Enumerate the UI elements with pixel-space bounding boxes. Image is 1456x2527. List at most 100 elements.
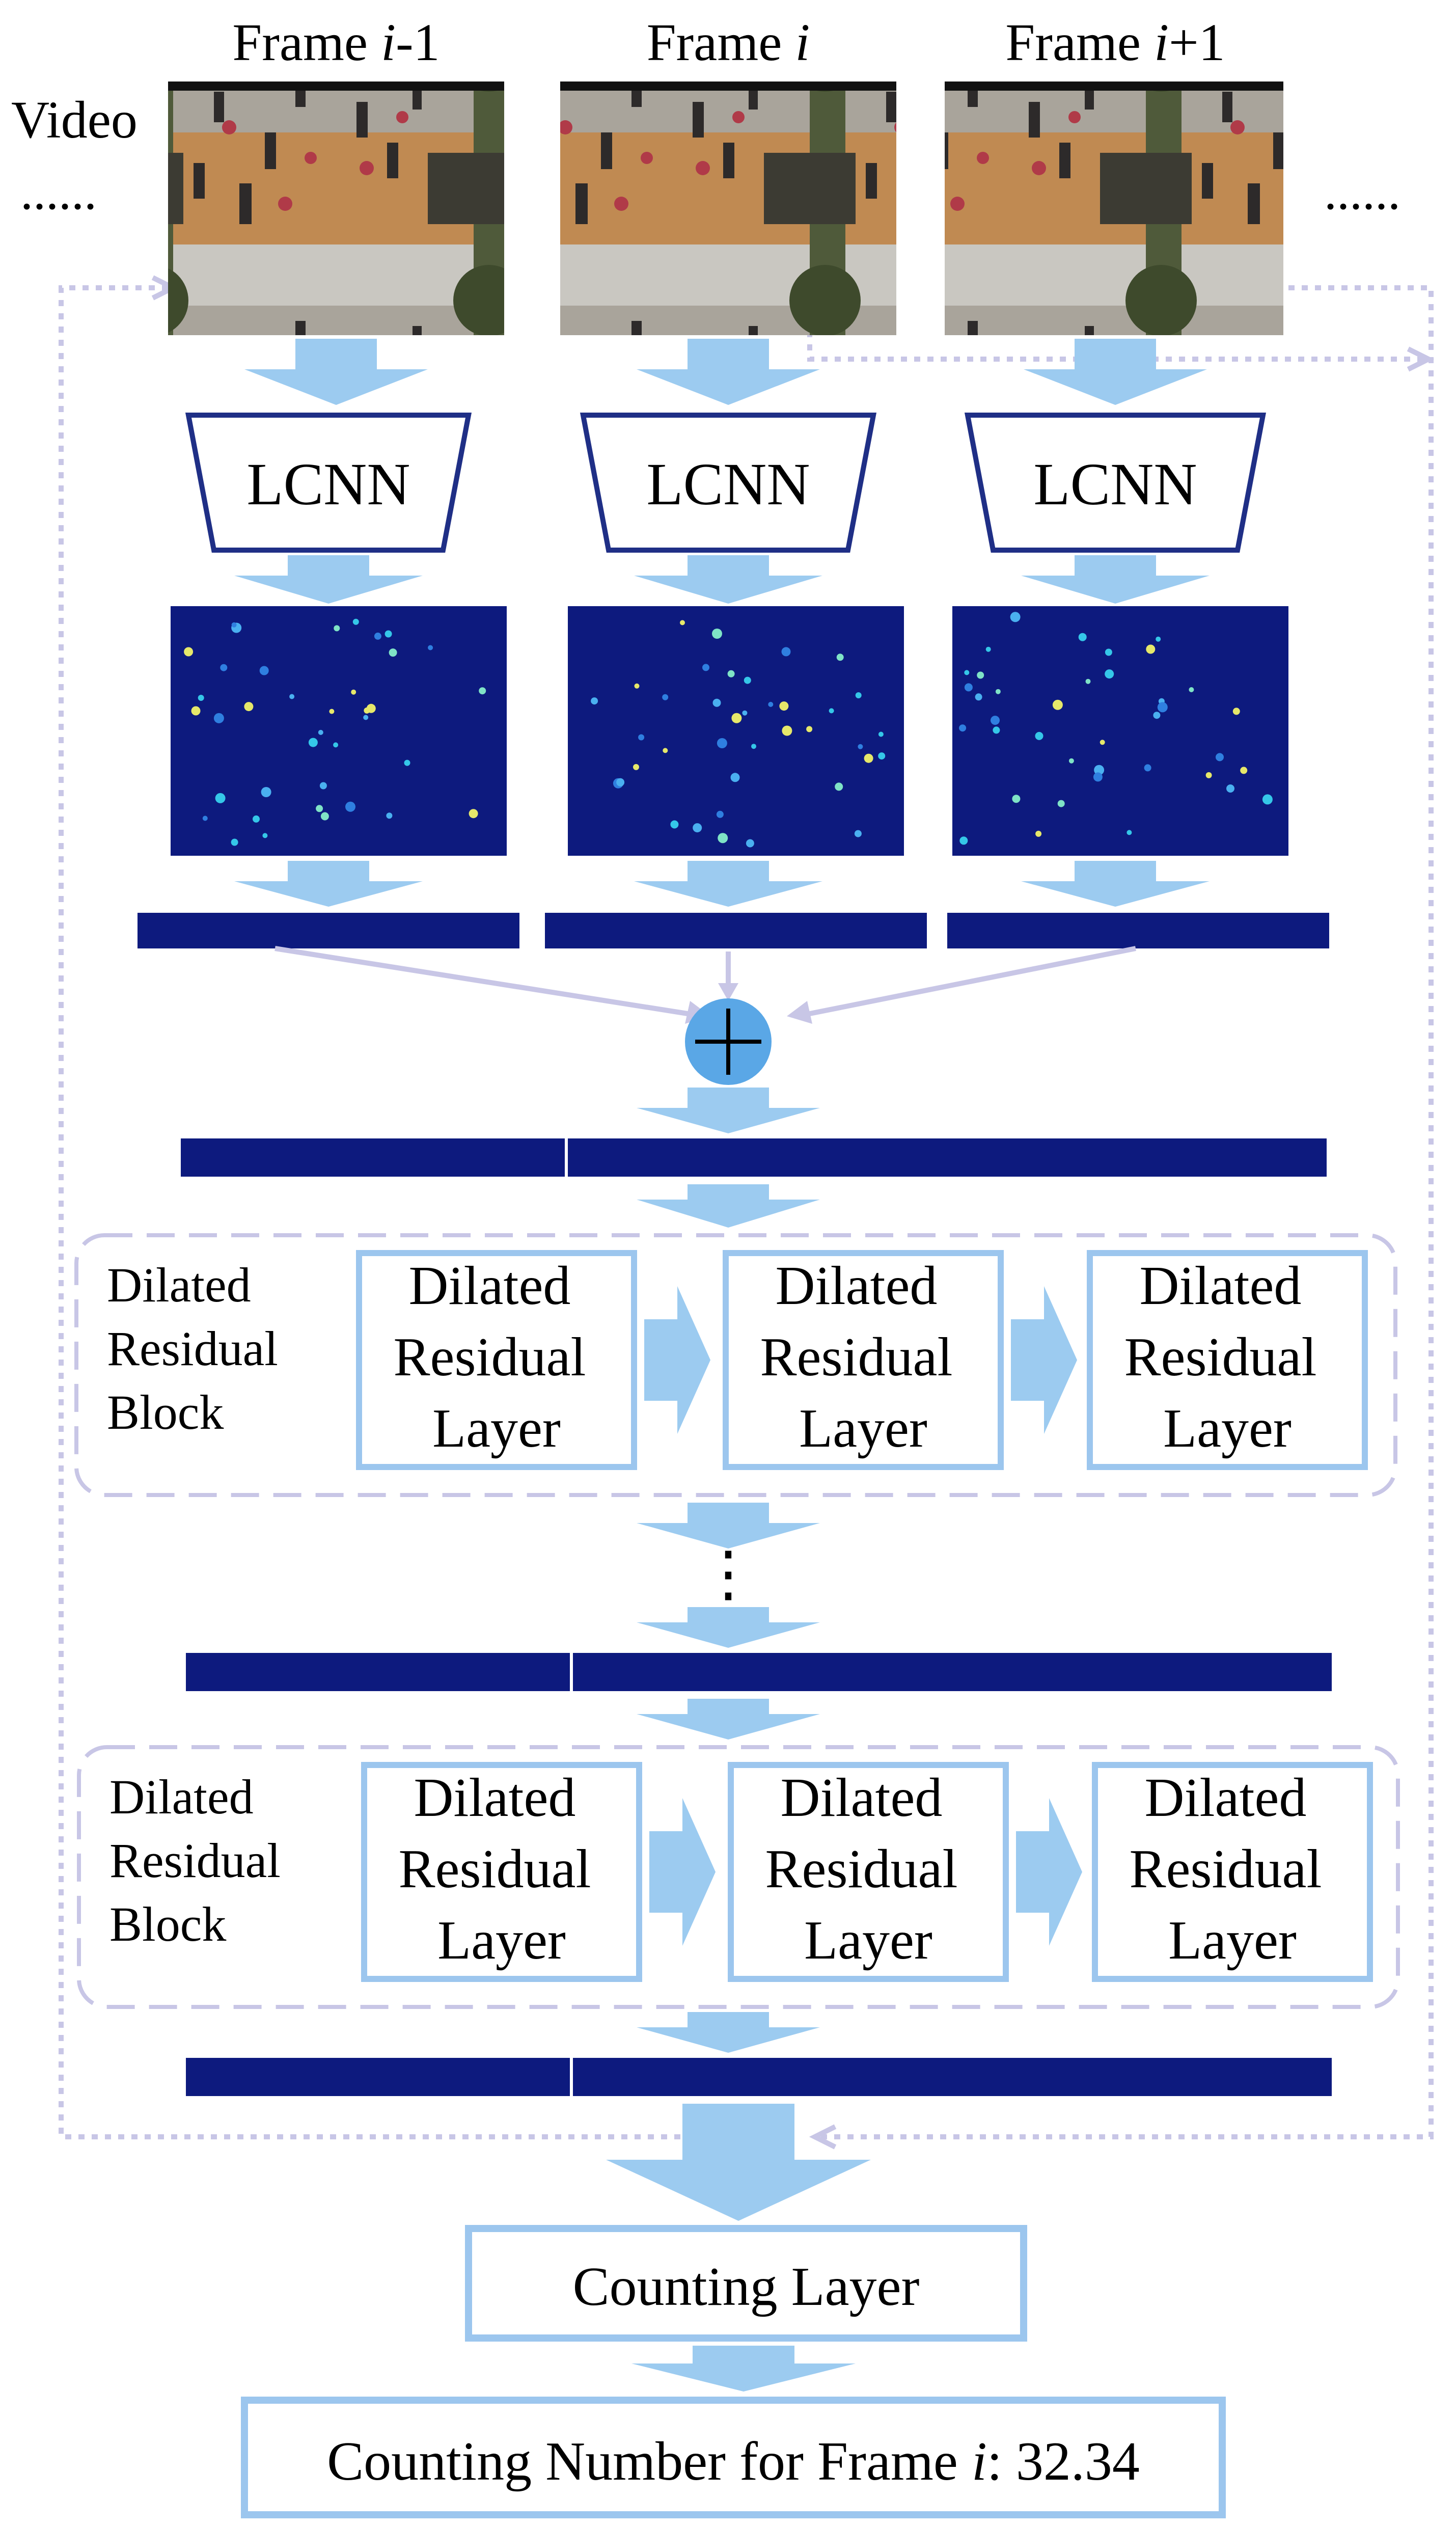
- temporal-loop-inner: [807, 331, 1426, 362]
- density-spot: [616, 778, 625, 786]
- density-spot: [386, 812, 393, 819]
- down-arrow: [1021, 555, 1210, 604]
- density-spot: [638, 734, 645, 741]
- density-spot: [782, 725, 792, 736]
- density-spot: [404, 759, 410, 766]
- lcnn-label: LCNN: [646, 451, 810, 518]
- density-spot: [352, 618, 359, 625]
- density-spot: [253, 815, 260, 823]
- down-arrow: [637, 1607, 820, 1648]
- right-arrow: [649, 1798, 716, 1946]
- output-box: Counting Number for Frame i: 32.34: [241, 2397, 1226, 2518]
- sum-node: [685, 998, 772, 1085]
- density-spot: [1144, 764, 1151, 772]
- density-spot: [319, 782, 327, 790]
- density-spot: [1189, 687, 1194, 692]
- density-spot: [1057, 800, 1065, 807]
- density-spot: [220, 664, 228, 671]
- density-spot: [333, 742, 339, 748]
- density-spot: [858, 744, 863, 749]
- density-spot: [855, 692, 862, 698]
- layer-box: [723, 1250, 1004, 1470]
- density-spot: [1105, 669, 1114, 679]
- density-spot: [864, 753, 873, 763]
- density-spot: [975, 693, 982, 701]
- converge-line: [274, 946, 688, 1016]
- layer-label: Dilated Residual Layer: [760, 1256, 967, 1459]
- density-spot: [213, 713, 224, 723]
- temporal-loop-right: [815, 285, 1434, 2139]
- density-spot: [731, 713, 742, 723]
- block-dashed-frame: [74, 1233, 1397, 1497]
- dilated-residual-layer: Dilated Residual Layer: [1087, 1250, 1368, 1470]
- density-spot: [985, 646, 991, 652]
- lcnn-trapezoid: [580, 413, 877, 553]
- layer-label: Dilated Residual Layer: [1130, 1768, 1336, 1971]
- density-spot: [1240, 767, 1248, 774]
- dilated-residual-layer: Dilated Residual Layer: [361, 1762, 642, 1982]
- down-arrow: [234, 555, 423, 604]
- feature-strip: [545, 913, 927, 948]
- density-spot: [363, 715, 369, 720]
- density-spot: [768, 701, 774, 707]
- density-spot: [215, 793, 226, 803]
- counting-layer: Counting Layer: [465, 2225, 1027, 2342]
- density-spot: [670, 820, 679, 829]
- dilated-residual-block-1: Dilated Residual Block Dilated Residual …: [74, 1233, 1397, 1497]
- density-spot: [1216, 753, 1224, 762]
- frame-column-0: Frame i-1: [168, 13, 504, 335]
- down-arrow: [606, 2104, 871, 2221]
- density-spot: [727, 670, 735, 677]
- arrowhead: [787, 1001, 812, 1024]
- counting-layer-box: [465, 2225, 1027, 2342]
- arrowhead: [718, 983, 738, 1001]
- density-spot: [320, 812, 329, 821]
- lcnn-label: LCNN: [246, 451, 410, 518]
- frame-column-1: Frame i: [560, 13, 896, 335]
- frame-image-bar: [945, 81, 1283, 91]
- density-spot: [716, 810, 724, 818]
- density-spot: [991, 716, 1000, 725]
- density-spot: [1100, 740, 1105, 745]
- density-spot: [693, 823, 702, 833]
- density-spot: [1157, 702, 1168, 713]
- density-map: [568, 606, 904, 856]
- density-spot: [746, 839, 754, 848]
- density-spot: [316, 805, 323, 812]
- down-arrow: [1021, 861, 1210, 907]
- layer-label: Dilated Residual Layer: [399, 1768, 605, 1971]
- frame-image-bar: [168, 81, 504, 91]
- layer-box: [1092, 1762, 1373, 1982]
- down-arrow: [634, 555, 822, 604]
- dilated-residual-block-2: Dilated Residual Block Dilated Residual …: [77, 1745, 1400, 2009]
- lcnn-trapezoid: [185, 413, 472, 553]
- down-arrow: [244, 339, 428, 405]
- layer-label: Dilated Residual Layer: [394, 1256, 600, 1459]
- down-arrow: [234, 861, 423, 907]
- converging-arrows: [274, 946, 1136, 1016]
- down-arrow: [637, 1088, 820, 1133]
- density-spot: [959, 836, 968, 845]
- down-arrow: [634, 861, 822, 907]
- concat-strip: [186, 1653, 1332, 1691]
- density-spot: [318, 729, 323, 735]
- density-spot: [781, 647, 791, 657]
- output-box-frame: [241, 2397, 1226, 2518]
- counting-layer-label: Counting Layer: [573, 2257, 920, 2317]
- density-spot: [964, 683, 973, 692]
- density-spot: [779, 701, 789, 711]
- density-spot: [1205, 772, 1212, 778]
- density-spot: [1105, 648, 1112, 656]
- density-spot: [1094, 765, 1105, 775]
- density-spot: [259, 666, 269, 675]
- density-spot: [308, 738, 318, 747]
- density-spot: [744, 676, 751, 684]
- density-spot: [231, 838, 238, 846]
- arrows-density-to-flat: [234, 861, 1210, 907]
- density-spot: [191, 706, 201, 716]
- layer-label: Dilated Residual Layer: [765, 1768, 972, 1971]
- arrows-lcnn-to-density: [234, 555, 1210, 604]
- density-spot: [751, 744, 756, 749]
- frame-image-bar: [560, 81, 896, 91]
- layer-box: [356, 1250, 637, 1470]
